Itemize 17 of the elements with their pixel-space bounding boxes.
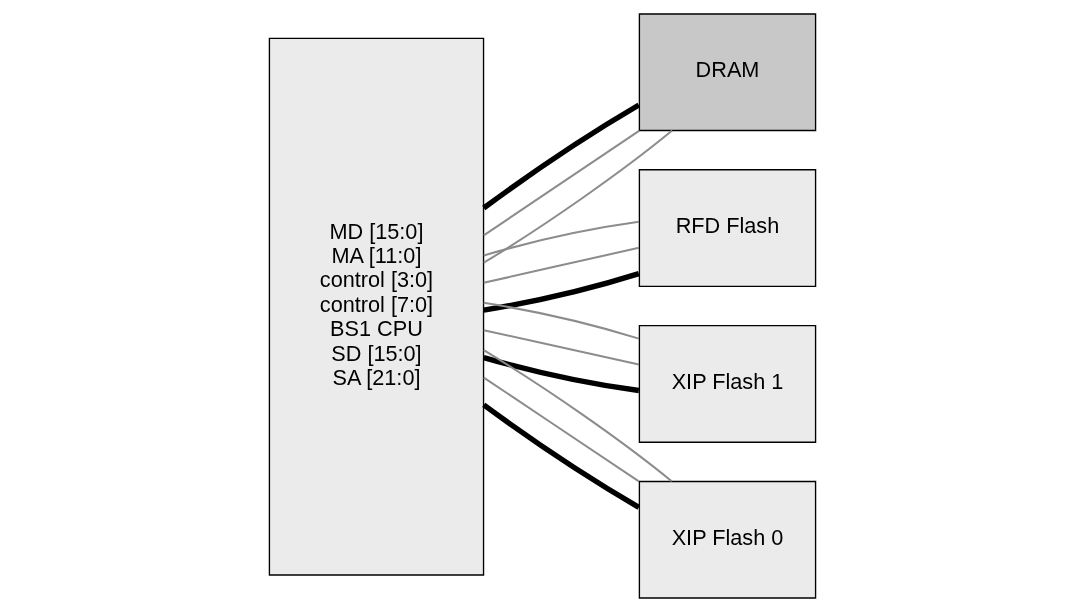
connector (481, 402, 640, 510)
connector (483, 220, 639, 257)
connector (481, 102, 640, 211)
node-box: DRAM (638, 13, 816, 132)
connector (482, 129, 640, 237)
node-box: RFD Flash (638, 169, 816, 288)
node-box: XIP Flash 1 (638, 324, 816, 443)
connector (482, 271, 640, 313)
connector (483, 301, 639, 340)
node-box: MD [15:0] MA [11:0] control [3:0] control [7:0] BS1 CPU SD [15:0] SA [21:0] (268, 37, 484, 576)
connector (482, 129, 673, 264)
connector (482, 354, 639, 394)
connector (483, 246, 639, 284)
node-box: XIP Flash 0 (638, 480, 816, 599)
connector (483, 329, 639, 366)
connector (482, 349, 672, 483)
connector (482, 376, 639, 483)
